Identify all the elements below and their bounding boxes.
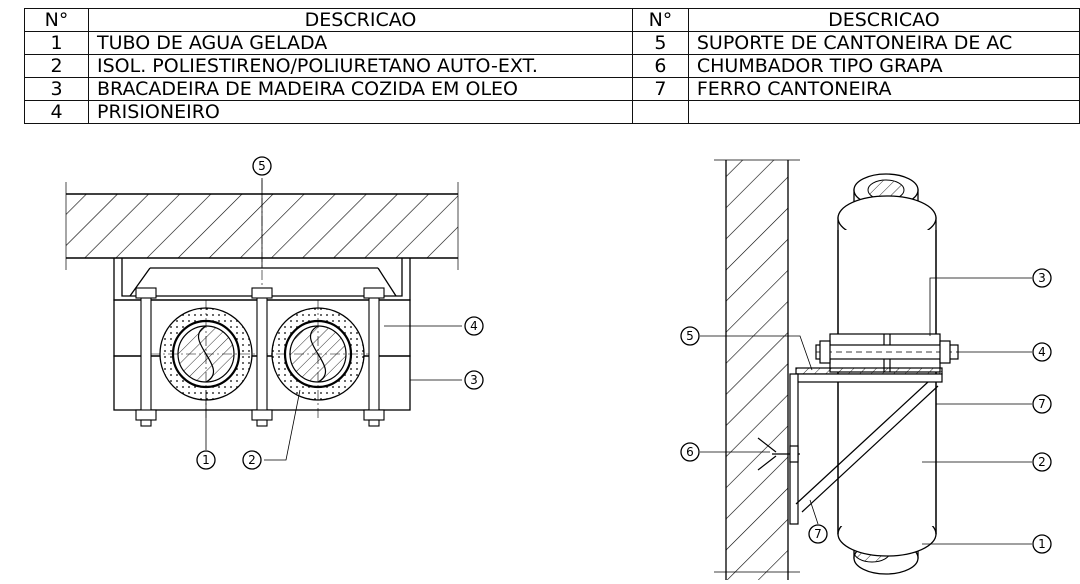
left-section-view: 5 4 3 1 2 xyxy=(65,156,484,470)
legend-item-description: CHUMBADOR TIPO GRAPA xyxy=(687,54,1080,78)
legend-row xyxy=(632,100,1080,124)
svg-text:1: 1 xyxy=(1038,537,1046,551)
legend-row: 5 SUPORTE DE CANTONEIRA DE AC xyxy=(632,31,1080,55)
callout-7: 7 xyxy=(1032,394,1052,414)
svg-text:2: 2 xyxy=(1038,455,1046,469)
callout-6: 6 xyxy=(680,442,700,462)
legend-row: 3 BRACADEIRA DE MADEIRA COZIDA EM OLEO xyxy=(24,77,633,101)
legend-item-number: 6 xyxy=(632,54,689,78)
callout-5: 5 xyxy=(680,326,700,346)
legend-header-number: N° xyxy=(24,8,89,32)
callout-2: 2 xyxy=(1032,452,1052,472)
callout-1: 1 xyxy=(1032,534,1052,554)
legend-row: 4 PRISIONEIRO xyxy=(24,100,633,124)
legend-item-description: ISOL. POLIESTIRENO/POLIURETANO AUTO-EXT. xyxy=(88,54,633,78)
legend-item-description xyxy=(687,100,1080,124)
stud-rod xyxy=(135,287,157,427)
legend-item-description: BRACADEIRA DE MADEIRA COZIDA EM OLEO xyxy=(88,77,633,101)
stud-rod xyxy=(363,287,385,427)
right-leader-lines xyxy=(700,277,1032,545)
stud-rod xyxy=(251,287,273,427)
svg-text:1: 1 xyxy=(202,453,210,467)
svg-text:5: 5 xyxy=(686,329,694,343)
legend-header-row: N° DESCRICAO xyxy=(24,8,633,32)
svg-text:7: 7 xyxy=(1038,397,1046,411)
callout-7: 7 xyxy=(808,524,828,544)
clamp-assembly xyxy=(815,333,959,373)
legend-row: 1 TUBO DE AGUA GELADA xyxy=(24,31,633,55)
callout-1: 1 xyxy=(196,450,216,470)
svg-text:6: 6 xyxy=(686,445,694,459)
callout-4: 4 xyxy=(1032,342,1052,362)
svg-text:4: 4 xyxy=(1038,345,1046,359)
svg-text:5: 5 xyxy=(258,159,266,173)
left-leader-lines xyxy=(205,178,462,461)
svg-text:3: 3 xyxy=(470,373,478,387)
svg-text:4: 4 xyxy=(470,319,478,333)
callout-2: 2 xyxy=(242,450,262,470)
right-elevation-view: 3 5 4 7 6 2 7 1 xyxy=(680,159,1052,580)
legend-item-description: SUPORTE DE CANTONEIRA DE AC xyxy=(687,31,1080,55)
legend-header-description: DESCRICAO xyxy=(687,8,1080,32)
legend-header-description: DESCRICAO xyxy=(88,8,633,32)
legend-item-description: TUBO DE AGUA GELADA xyxy=(88,31,633,55)
svg-text:3: 3 xyxy=(1038,271,1046,285)
svg-text:2: 2 xyxy=(248,453,256,467)
svg-text:7: 7 xyxy=(814,527,822,541)
legend-row: 2 ISOL. POLIESTIRENO/POLIURETANO AUTO-EX… xyxy=(24,54,633,78)
callout-3: 3 xyxy=(464,370,484,390)
legend-item-description: PRISIONEIRO xyxy=(88,100,633,124)
legend-row: 6 CHUMBADOR TIPO GRAPA xyxy=(632,54,1080,78)
callout-5: 5 xyxy=(252,156,272,176)
legend-table-left: N° DESCRICAO 1 TUBO DE AGUA GELADA 2 ISO… xyxy=(24,8,633,124)
legend-item-number: 7 xyxy=(632,77,689,101)
wall xyxy=(714,159,800,580)
legend-table-right: N° DESCRICAO 5 SUPORTE DE CANTONEIRA DE … xyxy=(632,8,1080,124)
legend-item-number: 4 xyxy=(24,100,89,124)
legend-item-number: 3 xyxy=(24,77,89,101)
legend-header-number: N° xyxy=(632,8,689,32)
callout-4: 4 xyxy=(464,316,484,336)
threaded-rods xyxy=(135,287,385,427)
legend-header-row: N° DESCRICAO xyxy=(632,8,1080,32)
callout-3: 3 xyxy=(1032,268,1052,288)
anchor-bolt xyxy=(757,437,800,471)
